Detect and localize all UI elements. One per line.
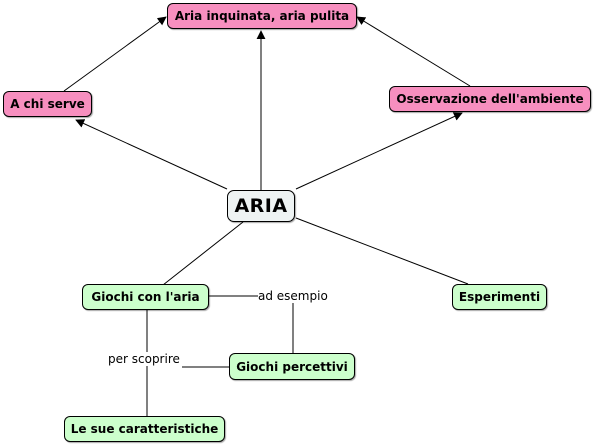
- link-aria-to-giochi: [162, 221, 244, 286]
- link-a-chi-serve-to-aria-inquinata: [63, 16, 167, 92]
- link-aria-to-a-chi-serve: [75, 119, 228, 190]
- node-esperimenti[interactable]: Esperimenti: [452, 284, 547, 310]
- node-le-sue-caratteristiche[interactable]: Le sue caratteristiche: [64, 416, 225, 442]
- link-aria-to-osservazione: [295, 112, 463, 190]
- node-aria-inquinata[interactable]: Aria inquinata, aria pulita: [167, 3, 357, 29]
- node-label: Esperimenti: [458, 290, 541, 304]
- center-label: ARIA: [234, 195, 288, 217]
- node-osservazione[interactable]: Osservazione dell'ambiente: [389, 86, 591, 112]
- link-osservazione-to-aria-inquinata: [356, 16, 471, 87]
- node-aria-center[interactable]: ARIA: [227, 190, 295, 222]
- link-aria-to-esperimenti: [295, 217, 469, 285]
- node-label: A chi serve: [10, 97, 85, 111]
- node-label: Giochi percettivi: [236, 359, 348, 374]
- node-a-chi-serve[interactable]: A chi serve: [3, 91, 92, 117]
- node-label: Aria inquinata, aria pulita: [174, 9, 350, 23]
- node-giochi-percettivi[interactable]: Giochi percettivi: [229, 353, 355, 380]
- link-label-ad-esempio[interactable]: ad esempio: [258, 289, 328, 303]
- node-giochi-con-aria[interactable]: Giochi con l'aria: [82, 284, 209, 310]
- node-label: Giochi con l'aria: [91, 290, 200, 304]
- link-label-per-scoprire[interactable]: per scoprire: [108, 352, 180, 366]
- node-label: Le sue caratteristiche: [70, 422, 219, 436]
- node-label: Osservazione dell'ambiente: [396, 92, 584, 106]
